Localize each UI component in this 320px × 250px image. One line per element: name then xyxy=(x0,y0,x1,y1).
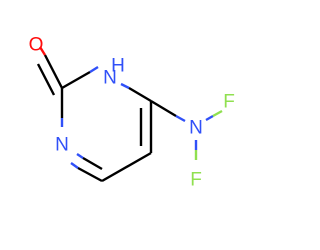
bond-c4-c5 xyxy=(101,151,152,183)
bond-n1-c6-blue xyxy=(120,82,130,90)
bond-n3-c4-inner-blue xyxy=(76,153,84,159)
bond-n-f-top-green xyxy=(212,109,223,118)
bond-c2-o xyxy=(43,54,64,89)
atom-n-hydrogen-bearing: N xyxy=(103,68,117,89)
atom-fluorine-top: F xyxy=(223,92,235,113)
bond-n1-c6 xyxy=(128,86,152,103)
atom-oxygen: O xyxy=(29,35,44,56)
bond-c2-o-red xyxy=(38,46,47,56)
bond-c2-n1-blue xyxy=(89,65,99,74)
bond-c6-namine-blue xyxy=(175,114,186,123)
bond-n-f-top-blue xyxy=(205,114,214,122)
bond-c2-o-double xyxy=(36,63,56,96)
atom-hydrogen-on-n: H xyxy=(111,56,125,77)
bond-n3-c4 xyxy=(77,166,103,183)
bond-n3-c4-blue xyxy=(70,162,79,169)
atom-n-amine: N xyxy=(189,118,203,139)
atom-fluorine-bottom: F xyxy=(190,170,202,191)
bond-c2-n1 xyxy=(61,70,91,90)
molecule-structure: O N N H N F F xyxy=(29,35,235,191)
bond-c6-namine xyxy=(150,99,177,118)
atom-n-ring-bottom: N xyxy=(55,135,69,156)
bond-n3-c4-inner xyxy=(82,156,103,171)
